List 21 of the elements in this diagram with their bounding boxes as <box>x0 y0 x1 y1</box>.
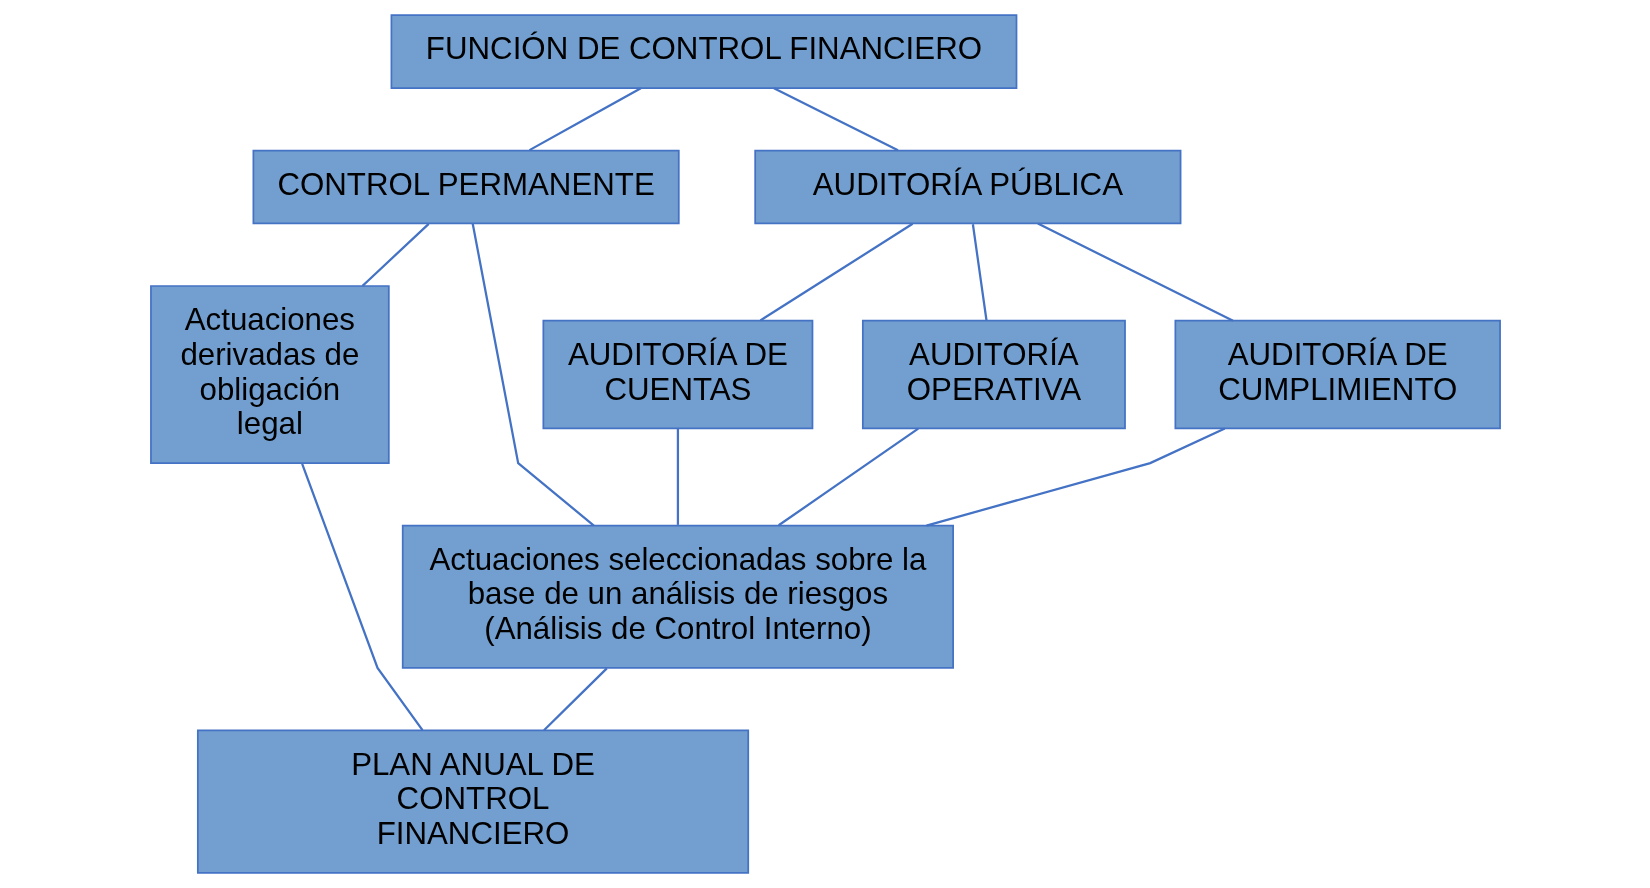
connector <box>759 222 913 322</box>
node-box: AUDITORÍA DE CUMPLIMIENTO <box>1174 319 1501 430</box>
connector <box>676 428 679 525</box>
connector <box>1036 222 1233 322</box>
connector <box>528 87 641 152</box>
connector <box>777 427 919 527</box>
node-box: AUDITORÍA PÚBLICA <box>753 149 1181 225</box>
connector <box>542 667 608 731</box>
node-box: FUNCIÓN DE CONTROL FINANCIERO <box>390 14 1017 89</box>
connector <box>772 87 898 152</box>
node-box: Actuaciones seleccionadas sobre la base de un análisis de riesgos (Análisis de Control Interno) <box>401 524 954 669</box>
node-box: Actuaciones derivadas de obligación legal <box>149 285 390 464</box>
node-box: AUDITORÍA DE CUENTAS <box>542 319 813 430</box>
connector <box>471 223 595 527</box>
connector <box>971 224 988 321</box>
connector <box>300 463 423 731</box>
connector <box>361 223 429 287</box>
node-box: PLAN ANUAL DE CONTROL FINANCIERO <box>196 729 749 874</box>
node-box: AUDITORÍA OPERATIVA <box>861 319 1126 430</box>
connector <box>925 427 1225 527</box>
node-box: CONTROL PERMANENTE <box>252 149 680 225</box>
